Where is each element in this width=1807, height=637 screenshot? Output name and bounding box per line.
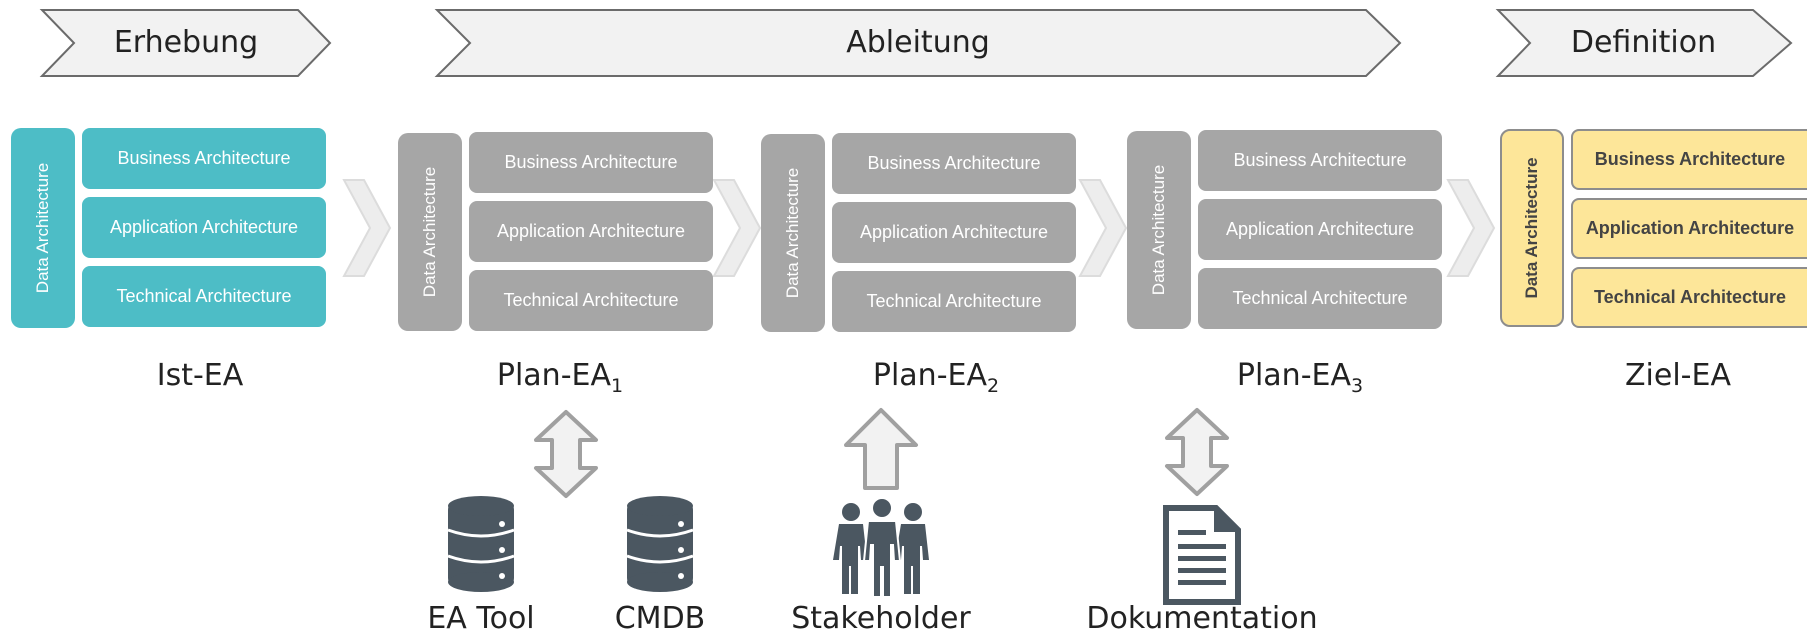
business-architecture-box: Business Architecture <box>1198 130 1442 191</box>
source-label-cmdb: CMDB <box>614 601 706 636</box>
data-architecture-label: Data Architecture <box>420 166 439 298</box>
application-architecture-box: Application Architecture <box>82 197 326 258</box>
bidirectional-arrow-plan1 <box>534 410 598 498</box>
bidirectional-arrow-plan3 <box>1165 408 1229 496</box>
transition-arrow-2 <box>712 179 762 277</box>
data-architecture-label: Data Architecture <box>1522 157 1541 299</box>
technical-architecture-box: Technical Architecture <box>1571 267 1807 328</box>
data-architecture-bar: Data Architecture <box>1127 131 1191 329</box>
transition-arrow-1 <box>342 179 392 277</box>
data-architecture-bar: Data Architecture <box>761 134 825 332</box>
phase-chevron-definition <box>1495 9 1793 77</box>
technical-architecture-box: Technical Architecture <box>469 270 713 331</box>
transition-arrow-3 <box>1078 179 1128 277</box>
database-icon <box>626 496 694 592</box>
application-architecture-box: Application Architecture <box>832 202 1076 263</box>
business-architecture-box: Business Architecture <box>82 128 326 189</box>
application-architecture-box: Application Architecture <box>469 201 713 262</box>
technical-architecture-box: Technical Architecture <box>1198 268 1442 329</box>
technical-architecture-box: Technical Architecture <box>82 266 326 327</box>
data-architecture-bar: Data Architecture <box>398 133 462 331</box>
technical-architecture-box: Technical Architecture <box>832 271 1076 332</box>
document-icon <box>1163 505 1241 605</box>
state-label-ist: Ist-EA <box>156 358 244 393</box>
business-architecture-box: Business Architecture <box>1571 129 1807 190</box>
state-label-ziel: Ziel-EA <box>1625 358 1731 393</box>
data-architecture-label: Data Architecture <box>783 167 802 299</box>
stakeholder-group-icon <box>833 497 929 598</box>
application-architecture-box: Application Architecture <box>1571 198 1807 259</box>
data-architecture-label: Data Architecture <box>33 162 52 294</box>
data-architecture-bar: Data Architecture <box>11 128 75 328</box>
source-label-dokumentation: Dokumentation <box>1086 601 1318 636</box>
phase-chevron-erhebung <box>39 9 332 77</box>
transition-arrow-4 <box>1446 179 1496 277</box>
phase-label-definition: Definition <box>1570 25 1717 60</box>
source-label-stakeholder: Stakeholder <box>791 601 971 636</box>
up-arrow-plan2 <box>844 408 918 490</box>
business-architecture-box: Business Architecture <box>469 132 713 193</box>
phase-label-ableitung: Ableitung <box>846 25 990 60</box>
phase-chevron-ableitung <box>434 9 1402 77</box>
data-architecture-label: Data Architecture <box>1149 164 1168 296</box>
data-architecture-bar: Data Architecture <box>1500 129 1564 327</box>
source-label-ea-tool: EA Tool <box>427 601 535 636</box>
phase-label-erhebung: Erhebung <box>113 25 259 60</box>
state-label-plan3: Plan-EA3 <box>1236 358 1364 397</box>
database-icon <box>447 496 515 592</box>
state-label-plan2: Plan-EA2 <box>872 358 1000 397</box>
state-label-plan1: Plan-EA1 <box>496 358 624 397</box>
application-architecture-box: Application Architecture <box>1198 199 1442 260</box>
business-architecture-box: Business Architecture <box>832 133 1076 194</box>
